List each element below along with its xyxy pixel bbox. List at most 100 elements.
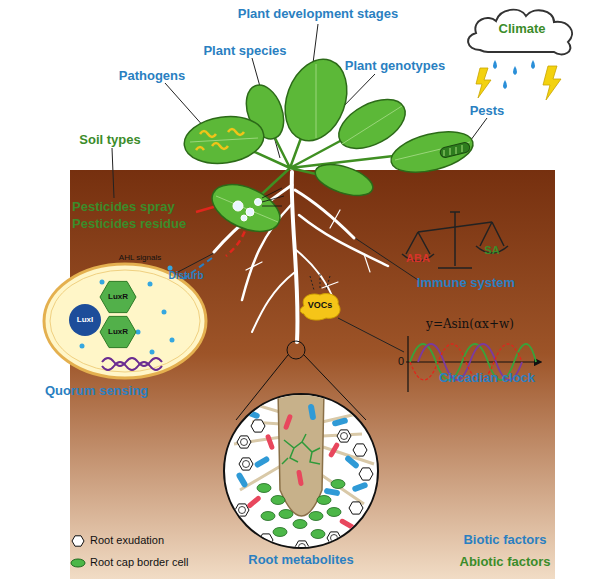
figure-rect <box>331 417 348 427</box>
figure-path <box>310 274 330 290</box>
node-label: LuxR <box>108 327 128 336</box>
figure-polygon <box>337 430 351 442</box>
sine-graph <box>406 336 540 392</box>
figure-path <box>476 68 491 98</box>
figure-polygon <box>100 316 136 347</box>
figure-path <box>252 272 295 332</box>
figure-rect <box>235 472 248 489</box>
figure-path <box>102 362 162 370</box>
node-label: Climate <box>499 22 546 37</box>
legend-hexagon-sample <box>72 536 84 546</box>
figure-path <box>296 250 334 300</box>
figure-rect <box>324 488 341 497</box>
figure-circle <box>233 201 243 211</box>
figure-ellipse <box>44 264 206 378</box>
figure-path <box>338 318 404 352</box>
figure-path <box>102 358 162 366</box>
figure-path <box>200 131 216 137</box>
lightning-bolt <box>476 66 561 100</box>
figure-polygon <box>353 444 367 456</box>
figure-rect <box>283 414 293 431</box>
rain-drops <box>493 60 535 89</box>
balance-scale <box>402 212 508 268</box>
figure-polygon <box>251 420 265 432</box>
luxr-protein: LuxR <box>98 316 138 348</box>
figure-rect <box>339 518 355 530</box>
annotation-label: y=Asin(αx+w) <box>426 318 514 332</box>
annotation-label: Pests <box>470 104 505 119</box>
figure-path <box>282 434 320 464</box>
figure-ellipse <box>261 512 275 521</box>
figure-ellipse <box>309 512 323 521</box>
figure-polygon <box>259 534 273 546</box>
figure-ellipse <box>327 508 341 517</box>
figure-path <box>438 212 472 268</box>
node-label: LuxR <box>108 292 128 301</box>
annotation-label: Immune system <box>417 276 515 291</box>
figure-path <box>444 145 462 156</box>
annotation-label: Pesticides spray <box>72 200 175 215</box>
figure-circle <box>331 535 338 542</box>
figure-path <box>407 336 408 392</box>
figure-circle <box>148 282 153 287</box>
figure-polygon <box>239 458 253 470</box>
figure-polygon <box>359 468 373 480</box>
figure-path <box>299 215 388 266</box>
figure-polygon <box>295 541 309 553</box>
figure-circle <box>241 439 248 446</box>
annotation-label: Plant development stages <box>238 7 398 22</box>
figure-rect <box>296 470 304 487</box>
luxr-protein: LuxR <box>98 281 138 313</box>
figure-polygon <box>327 532 341 544</box>
figure-circle <box>287 341 305 359</box>
figure-circle <box>100 280 105 285</box>
figure-path <box>228 129 244 135</box>
pest-caterpillar <box>439 142 471 159</box>
figure-circle <box>255 199 262 206</box>
figure-circle <box>170 338 175 343</box>
figure-ellipse <box>317 496 331 505</box>
figure-rect <box>254 455 271 468</box>
figure-path <box>503 80 507 89</box>
figure-path <box>493 60 497 69</box>
annotation-label: Pesticides residue <box>72 217 186 232</box>
annotation-label: ABA <box>406 252 430 265</box>
annotation-label: SA <box>484 244 499 257</box>
figure-path <box>295 190 354 238</box>
voc-blob: VOCs <box>298 292 342 320</box>
plant-leaves <box>181 51 477 241</box>
figure-circle <box>246 208 254 216</box>
node-label: VOCs <box>308 300 333 310</box>
zoom-circle: Root metabolites <box>222 392 380 550</box>
figure-path <box>212 143 228 149</box>
figure-path <box>543 66 561 100</box>
figure-path <box>468 10 572 55</box>
figure-ellipse <box>205 175 287 241</box>
figure-circle <box>168 266 173 271</box>
figure-rect <box>344 455 360 470</box>
figure-rect <box>246 495 261 509</box>
figure-circle <box>299 544 306 551</box>
figure-circle <box>241 215 247 221</box>
annotation-label: Circadian clock <box>439 371 535 386</box>
pathogen-symbol <box>196 129 244 150</box>
figure-circle <box>80 344 85 349</box>
cloud-shape: Climate <box>462 2 582 60</box>
annotation-label: Pathogens <box>119 69 185 84</box>
figure-ellipse <box>279 510 293 519</box>
figure-path <box>190 64 470 222</box>
figure-path <box>300 294 340 320</box>
figure-ellipse <box>50 270 200 372</box>
node-label: LuxI <box>77 315 93 324</box>
spray-lines <box>262 188 284 206</box>
figure-ellipse <box>273 528 287 537</box>
figure-polygon <box>237 436 251 448</box>
annotation-label: Biotic factors <box>463 533 546 548</box>
annotation-label: AHL signals <box>119 253 161 262</box>
figure-path <box>178 252 216 272</box>
figure-circle <box>243 461 250 468</box>
figure-path <box>112 148 114 198</box>
annotation-label: Soil types <box>79 133 140 148</box>
figure-rect <box>243 408 260 419</box>
